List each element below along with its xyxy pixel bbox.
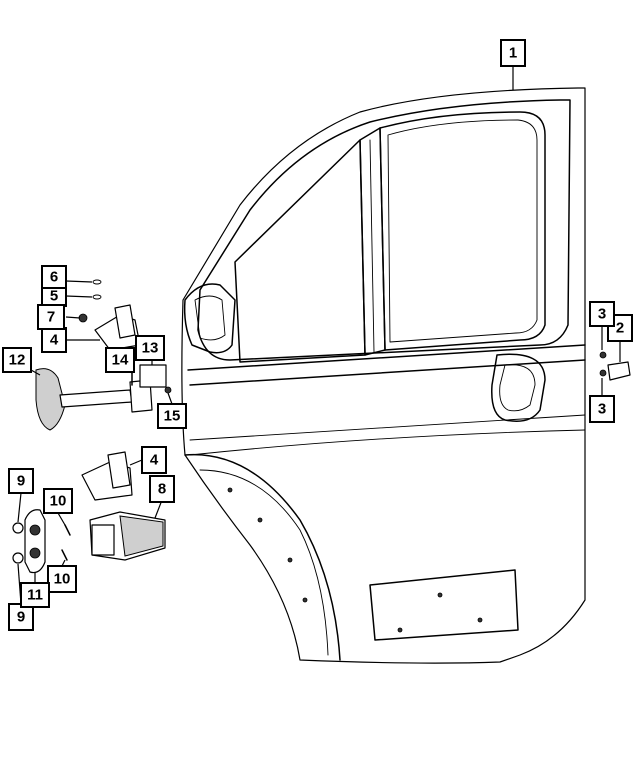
svg-text:3: 3 [598,306,606,323]
svg-text:10: 10 [50,493,67,510]
callout-15: 15 [157,403,187,429]
callout-9-lower: 9 [8,603,34,631]
callout-1: 1 [500,39,526,67]
nut-9-upper [12,522,24,534]
callout-2: 2 [607,314,633,342]
callout-11: 11 [20,582,50,608]
callout-14: 14 [105,347,135,373]
svg-text:8: 8 [158,481,166,498]
svg-text:4: 4 [150,452,159,469]
callout-10-upper: 10 [43,488,73,514]
callout-3-lower: 3 [589,395,615,423]
svg-text:6: 6 [50,269,58,286]
screw-10-lower [61,549,68,561]
svg-text:13: 13 [142,340,159,357]
svg-text:10: 10 [54,571,71,588]
callout-13: 13 [135,335,165,361]
svg-text:5: 5 [50,288,58,305]
svg-text:1: 1 [509,45,517,62]
svg-text:4: 4 [50,332,59,349]
pin-6 [92,279,102,285]
callout-4-lower: 4 [141,446,167,474]
callout-6: 6 [41,265,67,289]
lower-hinge [81,451,133,501]
svg-text:2: 2 [616,320,624,337]
callout-8: 8 [149,475,175,503]
screw-3-lower [599,369,607,377]
svg-text:3: 3 [598,401,606,418]
svg-text:9: 9 [17,609,25,626]
svg-text:9: 9 [17,473,25,490]
callout-7: 7 [37,304,65,330]
striker-2 [607,361,631,381]
callout-3-upper: 3 [589,301,615,327]
door-check-8 [89,511,166,561]
callout-12: 12 [2,347,32,373]
nut-9-lower [12,552,24,564]
callout-4-upper: 4 [41,327,67,353]
screw-3-upper [599,351,607,359]
svg-text:7: 7 [47,309,55,326]
svg-text:11: 11 [27,587,43,604]
callout-9-upper: 9 [8,468,34,494]
svg-text:15: 15 [164,408,181,425]
pin-5 [92,294,102,300]
plate-13 [139,364,167,388]
bolt-15 [164,386,172,394]
svg-text:14: 14 [112,352,129,369]
upper-hinge [78,304,141,351]
door-check-strap [35,368,153,431]
seal-11 [24,509,46,574]
svg-text:12: 12 [9,352,26,369]
front-door-shell [181,87,586,664]
callout-10-lower: 10 [47,565,77,593]
screw-10-upper [64,524,71,536]
